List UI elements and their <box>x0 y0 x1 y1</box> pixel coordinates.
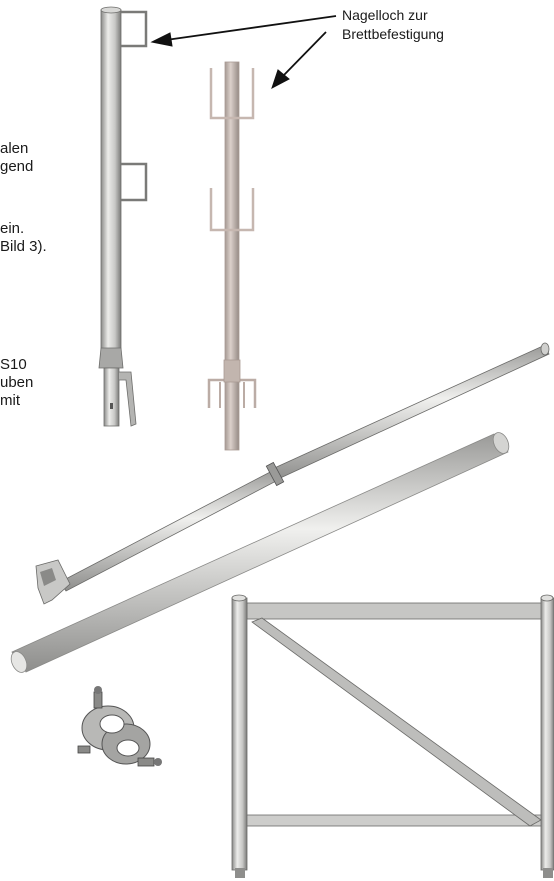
cut-text-line-6: uben <box>0 374 34 391</box>
cut-text-line-3: ein. <box>0 220 25 237</box>
cut-text-line-1: alen <box>0 140 29 157</box>
callout-line-2: Brettbefestigung <box>342 26 444 42</box>
callout-arrows <box>150 15 337 90</box>
cut-text-line-4: Bild 3). <box>0 238 47 255</box>
cut-text-line-5: S10 <box>0 356 27 373</box>
scaffold-coupler <box>77 686 162 767</box>
guardrail-post-raw <box>207 61 257 451</box>
scaffold-tube <box>10 432 510 673</box>
guardrail-post-galvanized <box>98 6 148 427</box>
cut-text-line-2: gend <box>0 158 34 175</box>
cut-text-line-7: mit <box>0 392 20 409</box>
callout-label: Nagelloch zur Brettbefestigung <box>342 6 444 44</box>
scaffold-frame <box>231 594 554 878</box>
telescopic-brace <box>35 342 550 605</box>
callout-line-1: Nagelloch zur <box>342 7 428 23</box>
